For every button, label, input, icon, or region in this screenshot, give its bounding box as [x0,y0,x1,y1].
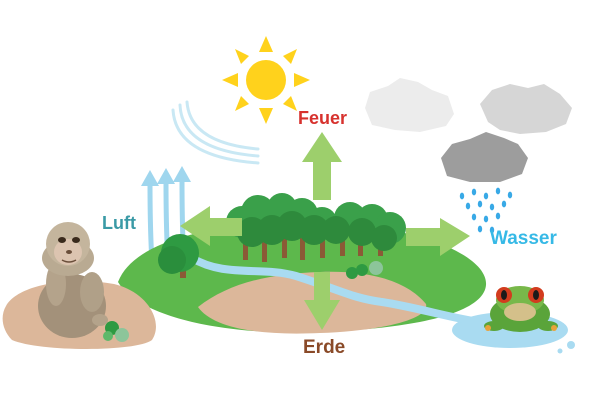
river [188,254,484,326]
label-fire: Feuer [298,108,348,128]
label-air: Luft [102,213,136,233]
sun-icon [222,36,310,124]
cloud-icon [480,84,572,134]
arrow-up-fire [302,132,342,200]
bush-icon [103,261,383,342]
rain-icon [459,187,513,234]
wind-icon [171,100,260,165]
monkey-icon [38,222,108,338]
cloud-icon [441,132,528,182]
forest-icon [158,193,406,278]
label-earth: Erde [303,337,346,358]
air-arrowheads [141,166,191,186]
frog-icon [484,286,558,332]
arrow-down-earth [304,272,340,330]
arrow-right-water [406,218,470,256]
arrow-left-air [180,206,242,246]
label-water: Wasser [490,228,557,249]
cloud-icon [365,78,454,132]
